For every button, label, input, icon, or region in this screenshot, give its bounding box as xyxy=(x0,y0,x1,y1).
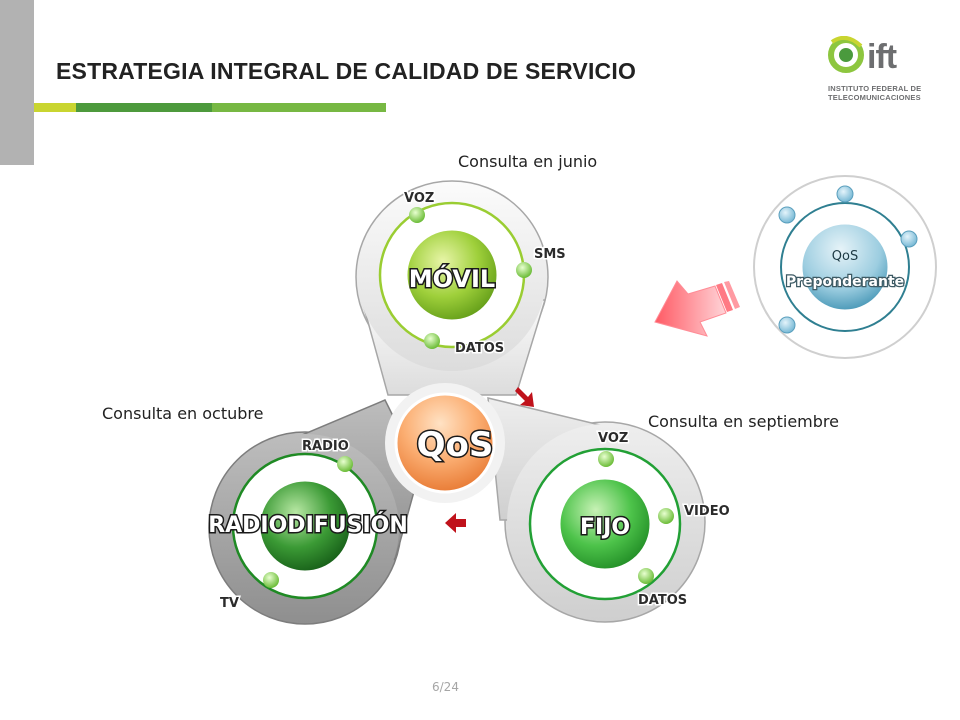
node-preponderante xyxy=(799,221,891,313)
side-accent-bar xyxy=(0,0,34,165)
node-movil xyxy=(404,227,500,323)
svc-radio-tv: TV xyxy=(220,596,239,611)
node-radio xyxy=(257,478,353,574)
cluster-radio: RADIODIFUSIÓN RADIO TV xyxy=(207,438,410,613)
dot-radio-radio xyxy=(337,456,353,472)
logo-line-1: INSTITUTO FEDERAL DE xyxy=(828,84,922,93)
center-qos: QoS xyxy=(385,383,505,503)
dot-prep-1 xyxy=(836,185,854,203)
svc-radio-radio: RADIO xyxy=(302,439,349,454)
label-prep-line2: Preponderante xyxy=(786,274,904,290)
label-radio: RADIODIFUSIÓN xyxy=(208,512,408,538)
dot-prep-2 xyxy=(778,206,796,224)
arrow-fijo-to-radio xyxy=(445,513,466,533)
dot-prep-3 xyxy=(900,230,918,248)
node-fijo xyxy=(557,476,653,572)
caption-movil: Consulta en junio xyxy=(458,152,598,171)
svc-fijo-voz: VOZ xyxy=(598,431,628,446)
svc-fijo-video: VIDEO xyxy=(684,504,730,519)
caption-fijo: Consulta en septiembre xyxy=(648,412,839,431)
page-number: 6/24 xyxy=(432,680,459,694)
slide-title: ESTRATEGIA INTEGRAL DE CALIDAD DE SERVIC… xyxy=(56,58,637,84)
arrow-preponderante xyxy=(654,280,740,337)
logo-brand: ift xyxy=(867,38,897,76)
label-prep-line1: QoS xyxy=(832,249,858,264)
cluster-movil: MÓVIL VOZ SMS DATOS xyxy=(378,190,567,358)
title-underline xyxy=(34,103,386,112)
dot-movil-voz xyxy=(409,207,425,223)
logo-line-2: TELECOMUNICACIONES xyxy=(828,93,921,102)
label-fijo: FIJO xyxy=(580,515,630,540)
ift-logo-mark xyxy=(828,36,864,73)
dot-prep-4 xyxy=(778,316,796,334)
label-qos: QoS xyxy=(417,425,494,465)
svc-movil-datos: DATOS xyxy=(455,341,504,356)
svc-fijo-datos: DATOS xyxy=(638,593,687,608)
dot-fijo-video xyxy=(658,508,674,524)
ift-logo: ift INSTITUTO FEDERAL DE TELECOMUNICACIO… xyxy=(826,34,936,104)
dot-radio-tv xyxy=(263,572,279,588)
caption-radio: Consulta en octubre xyxy=(102,404,264,423)
svc-movil-sms: SMS xyxy=(534,247,566,262)
dot-fijo-voz xyxy=(598,451,614,467)
node-qos xyxy=(394,392,496,494)
arrow-movil-to-fijo xyxy=(515,387,534,407)
label-movil: MÓVIL xyxy=(409,263,495,293)
svc-movil-voz: VOZ xyxy=(404,191,434,206)
cluster-preponderante: QoS Preponderante xyxy=(753,175,937,359)
cluster-fijo: FIJO VOZ VIDEO DATOS xyxy=(528,430,731,610)
dot-fijo-datos xyxy=(638,568,654,584)
dot-movil-sms xyxy=(516,262,532,278)
dot-movil-datos xyxy=(424,333,440,349)
